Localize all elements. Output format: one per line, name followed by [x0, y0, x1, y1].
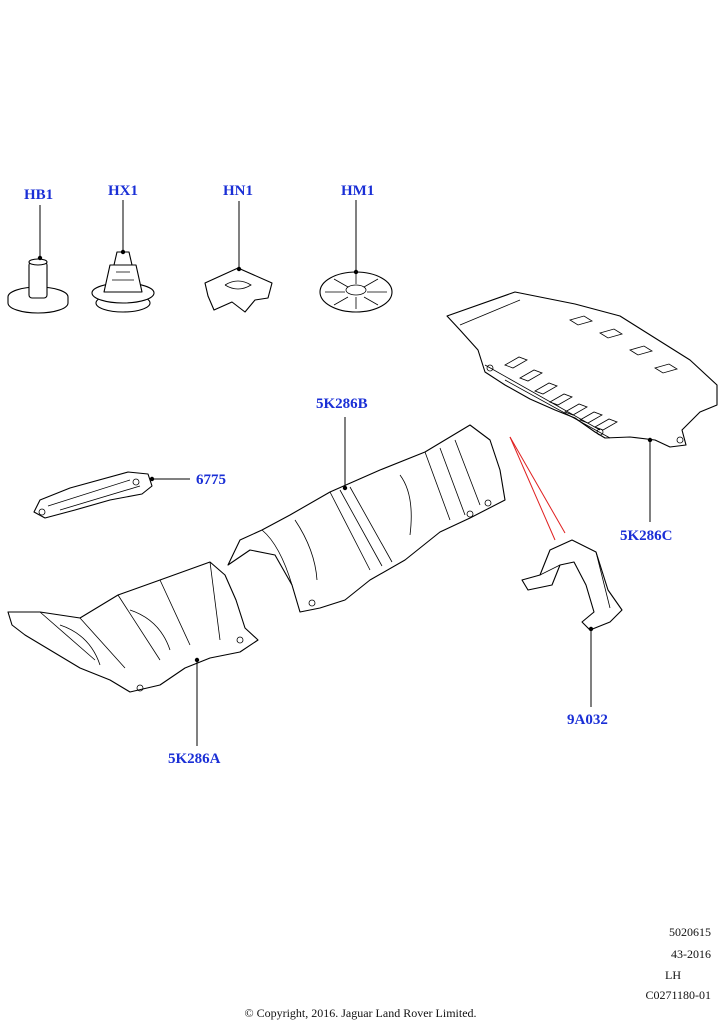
- callout-5k286c[interactable]: 5K286C: [620, 528, 673, 544]
- callout-9a032[interactable]: 9A032: [567, 712, 608, 728]
- part-5k286b-heat-shield[interactable]: [227, 417, 506, 613]
- footer-code: C0271180-01: [645, 988, 711, 1002]
- part-9a032-strap[interactable]: [521, 539, 623, 707]
- footer-ref-number: 5020615: [669, 925, 711, 939]
- callout-hn1[interactable]: HN1: [223, 183, 253, 199]
- indicator-lines: [509, 436, 566, 541]
- part-hn1-clip[interactable]: [204, 201, 273, 313]
- callout-hb1[interactable]: HB1: [24, 187, 54, 203]
- copyright-notice: © Copyright, 2016. Jaguar Land Rover Lim…: [244, 1006, 477, 1020]
- callout-5k286b[interactable]: 5K286B: [316, 396, 368, 412]
- part-5k286a-heat-shield[interactable]: [7, 561, 259, 746]
- footer-ref-date: 43-2016: [671, 947, 711, 961]
- callout-6775[interactable]: 6775: [196, 472, 226, 488]
- part-hb1-fastener[interactable]: [7, 205, 69, 314]
- part-6775-bracket[interactable]: [33, 471, 190, 519]
- callout-hx1[interactable]: HX1: [108, 183, 138, 199]
- callout-5k286a[interactable]: 5K286A: [168, 751, 221, 767]
- part-hx1-fastener[interactable]: [91, 200, 155, 313]
- part-hm1-washer[interactable]: [319, 200, 393, 313]
- callout-hm1[interactable]: HM1: [341, 183, 375, 199]
- footer-side: LH: [665, 968, 681, 982]
- part-5k286c-heat-shield[interactable]: [446, 291, 718, 522]
